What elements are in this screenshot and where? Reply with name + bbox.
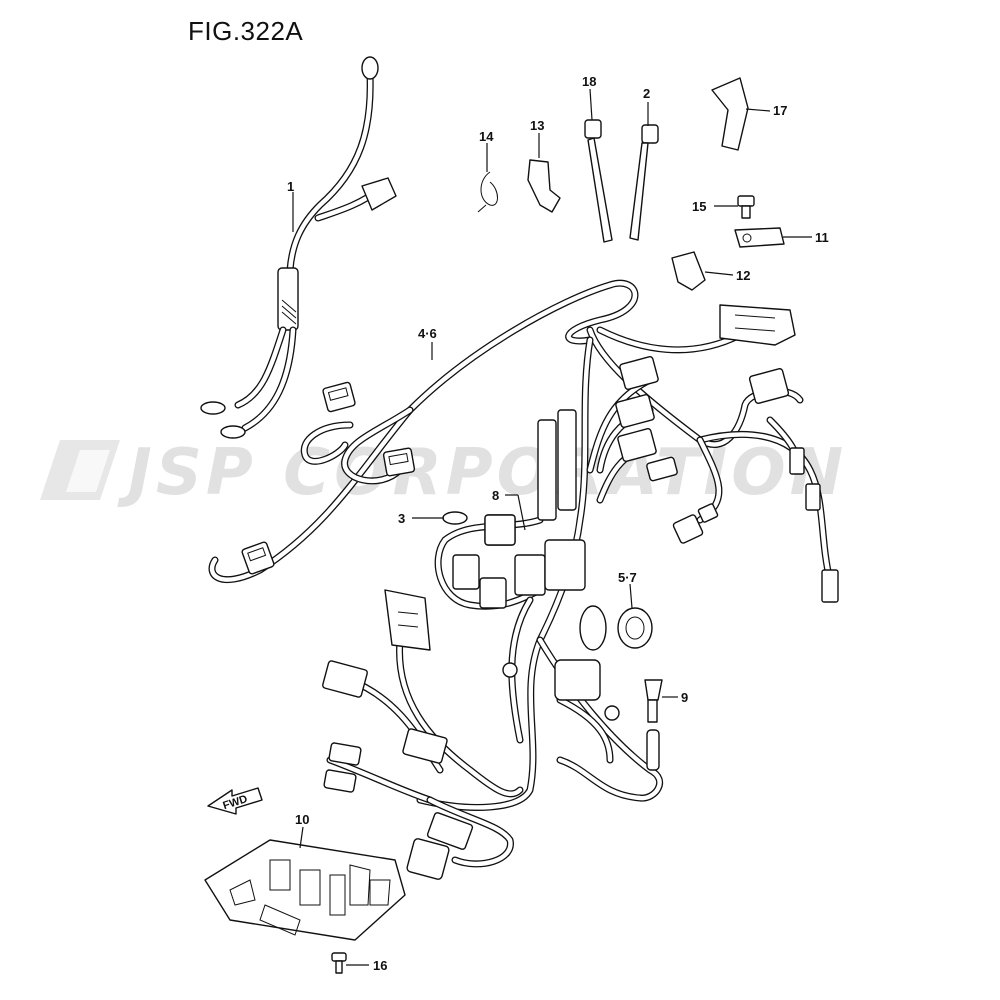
bracket-tray-10	[204, 839, 406, 941]
relay-8	[484, 514, 516, 546]
clamp-17	[711, 77, 749, 151]
callout-2: 2	[643, 86, 650, 101]
callout-1: 1	[287, 179, 294, 194]
callout-4-6: 4·6	[418, 326, 437, 341]
callout-14: 14	[479, 129, 494, 144]
cable-tie-2	[629, 124, 659, 241]
callout-labels: 1 2 3 4·6 5·7 8 9 10 11 12 13 14 15 16 1…	[287, 74, 829, 973]
sensor-5-7	[617, 607, 653, 649]
callout-11: 11	[815, 230, 829, 245]
callout-8: 8	[492, 488, 499, 503]
callout-9: 9	[681, 690, 688, 705]
forward-direction-arrow: FWD	[207, 787, 263, 815]
watermark-text: JSP CORPORATION	[117, 436, 847, 510]
callout-5-7: 5·7	[618, 570, 637, 585]
harness-connectors	[241, 304, 839, 880]
callout-3: 3	[398, 511, 405, 526]
figure-title: FIG.322A	[188, 16, 304, 46]
screw-16	[331, 952, 347, 974]
callout-15: 15	[692, 199, 706, 214]
clip-part-14	[477, 171, 498, 213]
bolt-15	[737, 195, 755, 219]
holder-part-13	[527, 159, 561, 213]
leader-lines	[292, 88, 812, 966]
ring-3	[442, 511, 468, 525]
clamp-12	[671, 251, 706, 291]
fuse-9	[644, 679, 663, 723]
callout-16: 16	[373, 958, 387, 973]
callout-12: 12	[736, 268, 750, 283]
callout-18: 18	[582, 74, 596, 89]
callout-10: 10	[295, 812, 309, 827]
watermark: JSP CORPORATION	[40, 436, 847, 510]
cable-tie-18	[584, 119, 613, 243]
callout-17: 17	[773, 103, 787, 118]
bracket-11	[734, 227, 785, 248]
battery-cable	[200, 56, 397, 439]
callout-13: 13	[530, 118, 544, 133]
